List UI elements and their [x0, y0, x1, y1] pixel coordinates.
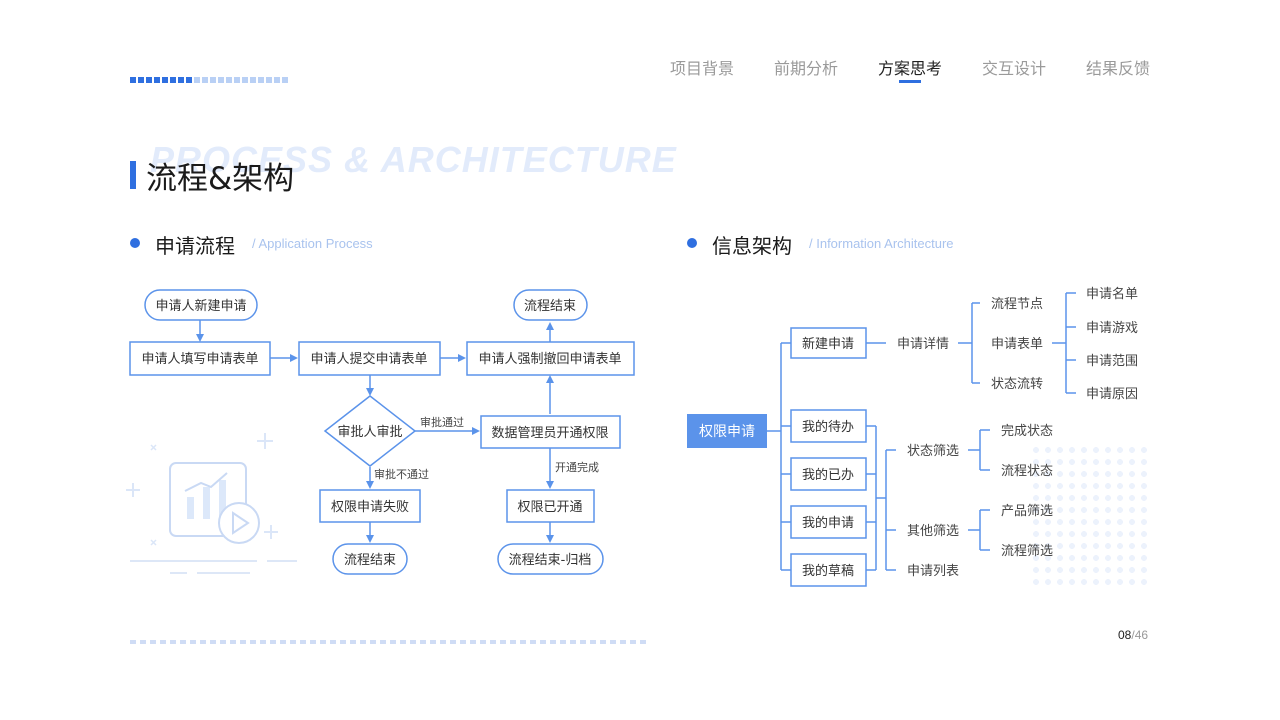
label-revoke: 申请人强制撤回申请表单: [478, 351, 621, 367]
section-subtitle-architecture: / Information Architecture: [809, 236, 954, 251]
node-approve: [323, 395, 417, 467]
tree-node-new: [790, 327, 867, 359]
label-approve: 审批人审批: [337, 425, 402, 440]
tree-label-process-filter: 流程筛选: [1001, 544, 1053, 559]
tree-label-product-filter: 产品筛选: [1001, 504, 1053, 519]
dot-grid-decoration: [1030, 444, 1150, 586]
title-accent-bar: [130, 161, 136, 189]
page-title-background-text: PROCESS & ARCHITECTURE: [150, 139, 677, 180]
nav-active-indicator: [899, 80, 921, 83]
tree-label-other-filter: 其他筛选: [907, 524, 959, 539]
tree-node-todo: [790, 409, 867, 443]
edge-label-pass: 审批通过: [420, 415, 464, 429]
tree-node-done: [790, 457, 867, 491]
page-number: 08/46: [1118, 628, 1148, 642]
label-fail: 权限申请失败: [331, 499, 409, 515]
tree-label-app-list: 申请列表: [907, 564, 959, 579]
section-title-architecture: 信息架构: [712, 234, 792, 258]
tree-label-done: 我的已办: [802, 467, 854, 483]
node-submit: [298, 341, 441, 376]
page-title: 流程&架构: [146, 161, 295, 197]
tree-node-mine: [790, 505, 867, 539]
tree-label-form: 申请表单: [991, 337, 1043, 352]
tree-node-root: [687, 414, 767, 448]
label-start: 申请人新建申请: [155, 298, 246, 314]
tree-label-status-filter: 状态筛选: [907, 444, 959, 459]
node-fill: [129, 341, 271, 376]
tree-label-reason: 申请原因: [1086, 387, 1138, 402]
tree-label-mine: 我的申请: [802, 515, 854, 531]
label-submit: 申请人提交申请表单: [310, 351, 427, 367]
tree-label-status-flow: 状态流转: [991, 377, 1043, 392]
nav-item-interaction[interactable]: 交互设计: [982, 59, 1047, 78]
label-end-top: 流程结束: [524, 299, 576, 314]
edge-label-reject: 审批不通过: [374, 467, 429, 481]
tree-label-complete-status: 完成状态: [1001, 424, 1053, 439]
tree-label-detail: 申请详情: [897, 337, 949, 352]
label-end-archive: 流程结束-归档: [509, 553, 592, 568]
section-dot: [687, 238, 697, 248]
node-end-left: [332, 543, 408, 575]
node-end-archive: [497, 543, 604, 575]
tree-label-new: 新建申请: [802, 336, 854, 352]
edge-label-done: 开通完成: [555, 460, 599, 474]
node-fail: [319, 489, 421, 523]
node-opened: [506, 489, 595, 523]
label-admin: 数据管理员开通权限: [491, 425, 608, 441]
node-end-top: [513, 289, 588, 321]
nav-item-analysis[interactable]: 前期分析: [774, 59, 839, 78]
node-start: [144, 289, 258, 321]
video-chart-illustration: [126, 433, 297, 574]
tree-label-scope: 申请范围: [1086, 354, 1138, 369]
section-subtitle-process: / Application Process: [252, 236, 373, 251]
label-opened: 权限已开通: [517, 499, 582, 515]
tree-label-todo: 我的待办: [802, 419, 854, 435]
tree-label-node: 流程节点: [991, 297, 1043, 312]
node-revoke: [466, 341, 635, 376]
progress-dots: [130, 77, 288, 83]
page-total: /46: [1131, 628, 1149, 642]
tree-node-draft: [790, 553, 867, 587]
nav-item-background[interactable]: 项目背景: [670, 59, 735, 78]
tree-label-list: 申请名单: [1086, 286, 1138, 302]
tree-label-process-status: 流程状态: [1001, 464, 1053, 479]
section-dot: [130, 238, 140, 248]
tree-root-label: 权限申请: [699, 424, 755, 440]
nav-item-feedback[interactable]: 结果反馈: [1086, 59, 1151, 78]
label-fill: 申请人填写申请表单: [141, 352, 258, 367]
page-current: 08: [1118, 628, 1132, 642]
node-admin: [480, 415, 621, 449]
tree-label-draft: 我的草稿: [802, 563, 854, 579]
footer-dash-line: [130, 640, 650, 644]
label-end-left: 流程结束: [344, 553, 396, 568]
nav-item-solution[interactable]: 方案思考: [878, 59, 943, 78]
section-title-process: 申请流程: [155, 234, 235, 258]
tree-label-game: 申请游戏: [1086, 321, 1138, 336]
